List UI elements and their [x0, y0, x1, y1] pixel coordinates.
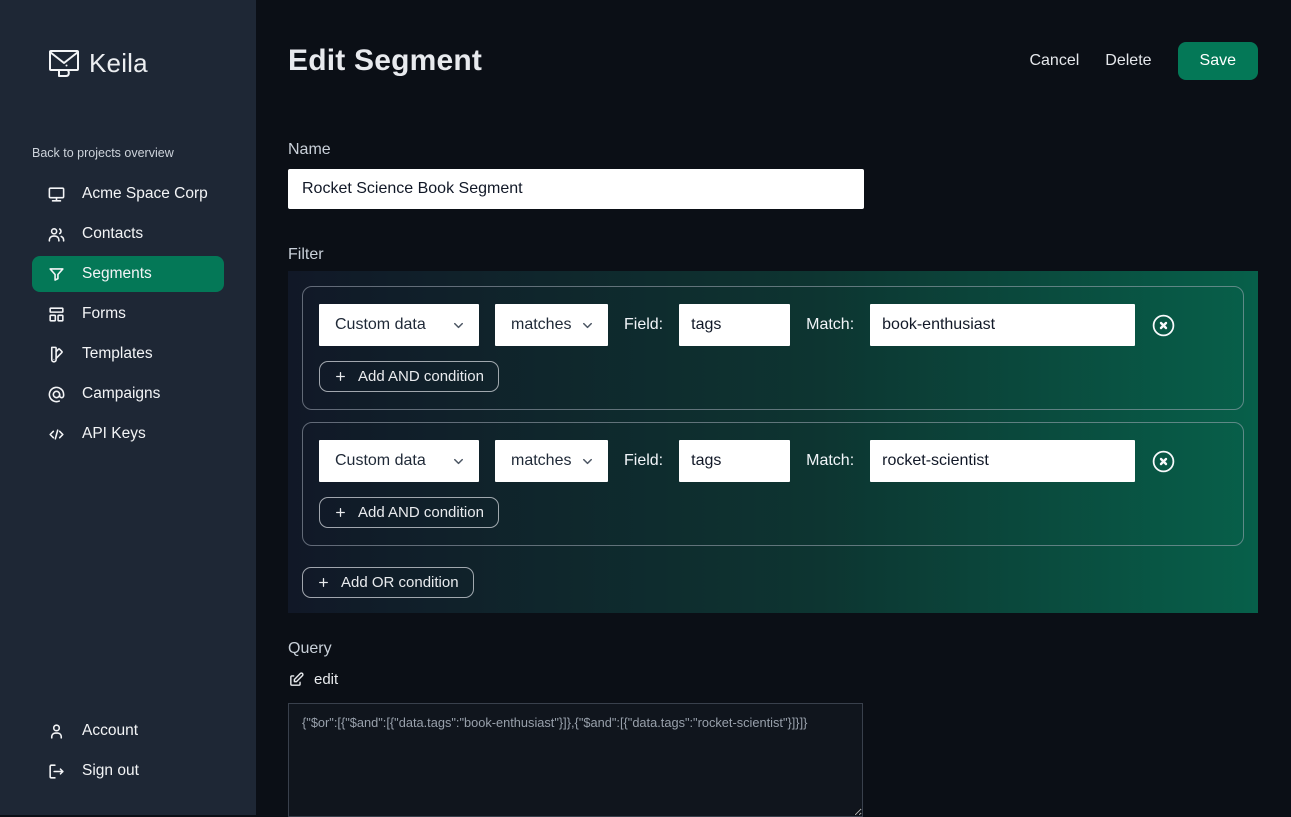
field-input[interactable] [679, 440, 790, 482]
condition-row: Custom data matches Field: Match: [319, 440, 1227, 482]
sidebar-item-templates[interactable]: Templates [32, 336, 224, 372]
match-label: Match: [806, 452, 854, 470]
at-sign-icon [47, 385, 66, 404]
sidebar-item-contacts[interactable]: Contacts [32, 216, 224, 252]
sidebar-item-label: Forms [82, 305, 126, 323]
condition-type-select[interactable]: Custom data [319, 440, 479, 482]
add-or-condition-label: Add OR condition [341, 574, 459, 591]
app-name: Keila [89, 48, 148, 79]
user-icon [47, 722, 66, 741]
condition-group: Custom data matches Field: Match: [302, 422, 1244, 546]
sidebar-item-label: Contacts [82, 225, 143, 243]
page-header: Edit Segment Cancel Delete Save [288, 42, 1258, 80]
sidebar-item-campaigns[interactable]: Campaigns [32, 376, 224, 412]
condition-type-value: Custom data [335, 316, 426, 334]
sidebar-item-segments[interactable]: Segments [32, 256, 224, 292]
envelope-elephant-logo-icon [46, 45, 82, 81]
field-input[interactable] [679, 304, 790, 346]
condition-operator-value: matches [511, 316, 571, 334]
plus-icon [334, 370, 347, 383]
sidebar-item-label: Acme Space Corp [82, 185, 208, 203]
chevron-down-icon [451, 318, 466, 333]
remove-condition-button[interactable] [1151, 313, 1176, 338]
add-and-condition-label: Add AND condition [358, 504, 484, 521]
template-swatch-icon [47, 345, 66, 364]
condition-row: Custom data matches Field: Match: [319, 304, 1227, 346]
add-or-condition-button[interactable]: Add OR condition [302, 567, 474, 598]
edit-query-label: edit [314, 671, 338, 688]
sidebar-item-sign-out[interactable]: Sign out [32, 753, 224, 789]
code-icon [47, 425, 66, 444]
condition-group: Custom data matches Field: Match: [302, 286, 1244, 410]
sidebar-item-api-keys[interactable]: API Keys [32, 416, 224, 452]
sidebar-item-account[interactable]: Account [32, 713, 224, 749]
condition-type-value: Custom data [335, 452, 426, 470]
chevron-down-icon [580, 318, 595, 333]
filter-icon [47, 265, 66, 284]
main-content: Edit Segment Cancel Delete Save Name Fil… [256, 0, 1291, 815]
plus-icon [334, 506, 347, 519]
back-to-projects-link[interactable]: Back to projects overview [32, 146, 256, 160]
sidebar-item-forms[interactable]: Forms [32, 296, 224, 332]
condition-type-select[interactable]: Custom data [319, 304, 479, 346]
monitor-icon [47, 185, 66, 204]
condition-operator-select[interactable]: matches [495, 304, 608, 346]
condition-operator-select[interactable]: matches [495, 440, 608, 482]
edit-query-link[interactable]: edit [288, 671, 338, 688]
edit-pencil-icon [288, 671, 305, 688]
filter-panel: Custom data matches Field: Match: [288, 271, 1258, 613]
add-and-condition-button[interactable]: Add AND condition [319, 361, 499, 392]
match-label: Match: [806, 316, 854, 334]
field-label: Field: [624, 316, 663, 334]
sidebar-item-label: Campaigns [82, 385, 160, 403]
sidebar-item-label: Templates [82, 345, 153, 363]
add-and-condition-button[interactable]: Add AND condition [319, 497, 499, 528]
sidebar-bottom: Account Sign out [32, 713, 224, 793]
sidebar-item-project[interactable]: Acme Space Corp [32, 176, 224, 212]
filter-label: Filter [288, 246, 1258, 264]
query-textarea[interactable]: {"$or":[{"$and":[{"data.tags":"book-enth… [288, 703, 863, 817]
condition-operator-value: matches [511, 452, 571, 470]
header-actions: Cancel Delete Save [1029, 42, 1258, 80]
sign-out-icon [47, 762, 66, 781]
sidebar-item-label: Segments [82, 265, 152, 283]
segment-name-input[interactable] [288, 169, 864, 209]
forms-layout-icon [47, 305, 66, 324]
delete-button[interactable]: Delete [1105, 52, 1151, 70]
chevron-down-icon [580, 454, 595, 469]
x-circle-icon [1151, 449, 1176, 474]
plus-icon [317, 576, 330, 589]
add-and-condition-label: Add AND condition [358, 368, 484, 385]
name-label: Name [288, 141, 1258, 159]
query-label: Query [288, 640, 1258, 658]
match-input[interactable] [870, 440, 1135, 482]
x-circle-icon [1151, 313, 1176, 338]
cancel-button[interactable]: Cancel [1029, 52, 1079, 70]
sidebar-item-label: API Keys [82, 425, 146, 443]
sidebar-nav: Acme Space Corp Contacts Segments [32, 176, 224, 456]
field-label: Field: [624, 452, 663, 470]
sidebar: Keila Back to projects overview Acme Spa… [0, 0, 256, 815]
sidebar-item-label: Account [82, 722, 138, 740]
users-icon [47, 225, 66, 244]
remove-condition-button[interactable] [1151, 449, 1176, 474]
page-title: Edit Segment [288, 44, 482, 78]
sidebar-item-label: Sign out [82, 762, 139, 780]
match-input[interactable] [870, 304, 1135, 346]
keila-logo[interactable]: Keila [46, 44, 256, 82]
save-button[interactable]: Save [1178, 42, 1258, 80]
chevron-down-icon [451, 454, 466, 469]
